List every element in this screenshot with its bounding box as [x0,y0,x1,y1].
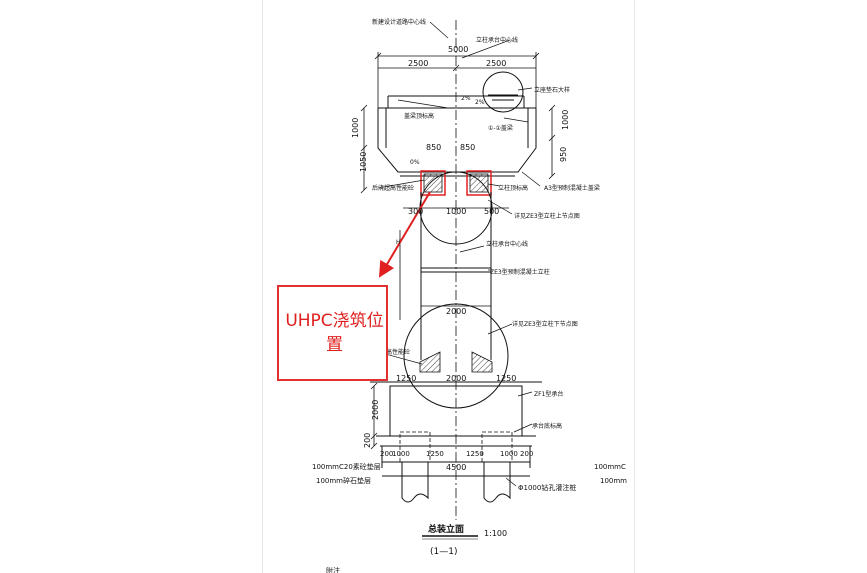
dim-bottom-1250b: 1250 [466,450,484,458]
label-cap-elev: 盖梁顶标高 [404,112,434,120]
footer-note: 附注 [326,566,340,573]
dim-bottom-200a: 200 [380,450,393,458]
dim-2500-right: 2500 [486,59,506,68]
label-cap-top-elev: 立柱顶标高 [498,184,528,192]
label-right-cut-1: 100mmC [594,463,626,471]
label-angle: 0% [410,159,420,166]
drawing-scale: 1:100 [484,529,507,538]
label-right-cut-2: 100mm [600,477,627,485]
upper-left-joint [423,173,443,193]
dim-bottom-1250a: 1250 [426,450,444,458]
dim-1250-right: 1250 [496,374,516,383]
upper-left-highlight [420,170,446,196]
label-h: H [396,239,401,246]
dim-bottom-1000a: 1000 [392,450,410,458]
label-post-cast-left: 后浇超高性能砼 [372,184,414,192]
label-detail-lower: 详见ZE3型立柱下节点图 [512,320,578,328]
dim-5000: 5000 [448,45,468,54]
upper-right-joint [469,173,489,193]
dim-1050-vertical: 1050 [359,152,368,172]
cap-beam [377,95,537,177]
top-dimensions [374,52,540,120]
dim-1000-right: 1000 [561,110,570,130]
uhpc-callout-box: UHPC浇筑位置 [277,285,388,381]
label-bearing-detail: 立座垫石大样 [534,86,570,94]
label-gravel-layer: 100mm碎石垫层 [316,476,371,485]
dim-950-right: 950 [559,147,568,162]
label-slope: 2% [461,95,471,102]
bearing-detail-circle [482,71,524,113]
dim-850-right: 850 [460,143,475,152]
dim-1250-left: 1250 [396,374,416,383]
column [420,192,492,360]
label-zf1: ZF1型承台 [534,390,563,398]
label-a3-cap: A3型预制混凝土盖梁 [544,184,600,192]
label-road-centerline: 新建设计道路中心线 [372,18,426,26]
pile-caps-outline [399,431,513,463]
label-ze3-column: ZE3型预制混凝土立柱 [490,268,550,276]
dim-500: 500 [484,207,499,216]
dim-2000-vertical: 2000 [371,400,380,420]
dim-bottom-200b: 200 [520,450,533,458]
lower-joint-circle [403,303,509,409]
dim-300: 300 [408,207,423,216]
dim-1000-vertical: 1000 [351,118,360,138]
drawing-title: 总装立面 [428,523,464,535]
lower-right-joint [471,351,493,373]
piles [401,462,511,503]
dim-1000-mid: 1000 [446,207,466,216]
dim-2000-footing: 2000 [446,374,466,383]
dim-2000-column-text: 2000 [446,307,466,316]
label-pier-center: 立柱承台中心线 [476,36,518,44]
dim-4500: 4500 [446,463,466,472]
left-vertical-dims [360,104,556,194]
label-c20-layer: 100mmC20素砼垫层 [312,462,381,471]
dim-2500-left: 2500 [408,59,428,68]
footing-dims [370,382,378,450]
drawing-section: (1—1) [430,547,457,557]
label-pile: Φ1000钻孔灌注桩 [518,483,576,492]
uhpc-callout-text: UHPC浇筑位置 [285,311,384,355]
dim-200-vertical: 200 [363,433,372,448]
label-beam: ①-①盖梁 [488,124,513,132]
upper-right-highlight [466,170,492,196]
label-footing-elev: 承台底标高 [532,422,562,430]
sheet-left-edge [262,0,263,573]
lower-left-joint [419,351,441,373]
label-detail-upper: 详见ZE3型立柱上节点图 [514,212,580,220]
label-pier-centerline: 立柱承台中心线 [486,240,528,248]
label-post-cast-lower: 后浇超高性能砼 [368,348,410,356]
sheet-right-edge [634,0,635,573]
leader-lines [377,21,541,487]
dim-bottom-1000b: 1000 [500,450,518,458]
dim-850-left: 850 [426,143,441,152]
label-slope2: 2% [475,99,485,106]
callout-arrow [378,191,431,278]
